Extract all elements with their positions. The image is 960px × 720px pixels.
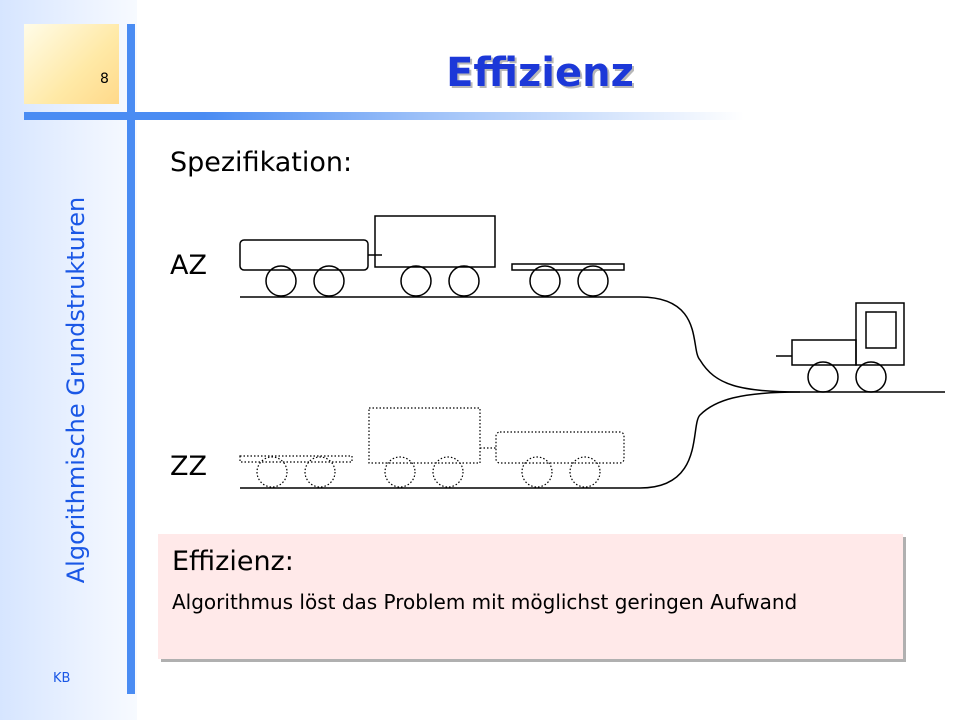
az-wheel	[577, 265, 609, 297]
definition-heading: Effizienz:	[172, 546, 294, 577]
horizontal-accent-bar	[24, 112, 744, 120]
zz-wheel	[569, 456, 601, 488]
az-track	[240, 296, 945, 393]
zz-wheel	[256, 456, 288, 488]
az-wagon-2	[374, 215, 496, 268]
definition-box: Effizienz: Algorithmus löst das Problem …	[158, 534, 903, 659]
az-wheel	[400, 265, 432, 297]
definition-text: Algorithmus löst das Problem mit möglich…	[172, 590, 798, 614]
footer-initials: KB	[53, 671, 71, 686]
slide-title: Effizienz	[446, 50, 634, 96]
page-number-box	[24, 24, 119, 104]
az-label: AZ	[170, 250, 207, 281]
zz-flatcar	[239, 455, 353, 463]
loco-window	[865, 311, 897, 349]
az-wagon-1	[239, 239, 369, 271]
az-wheel	[529, 265, 561, 297]
loco-body	[791, 339, 857, 366]
zz-wheel	[384, 456, 416, 488]
az-wheel	[265, 265, 297, 297]
az-flatcar	[511, 263, 625, 271]
spec-label: Spezifikation:	[170, 147, 353, 178]
vertical-accent-bar	[127, 24, 135, 694]
zz-wagon-2	[495, 431, 625, 464]
az-wheel	[313, 265, 345, 297]
zz-wheel	[304, 456, 336, 488]
loco-wheel	[855, 361, 887, 393]
az-wheel	[448, 265, 480, 297]
page-number: 8	[100, 71, 109, 87]
zz-label: ZZ	[170, 451, 207, 482]
zz-track	[240, 391, 801, 489]
zz-wagon-1	[368, 407, 481, 464]
zz-wheel	[521, 456, 553, 488]
sidebar-background	[0, 0, 137, 720]
slide-title-wrap: Effizienz	[360, 50, 720, 96]
zz-wheel	[432, 456, 464, 488]
loco-wheel	[807, 361, 839, 393]
